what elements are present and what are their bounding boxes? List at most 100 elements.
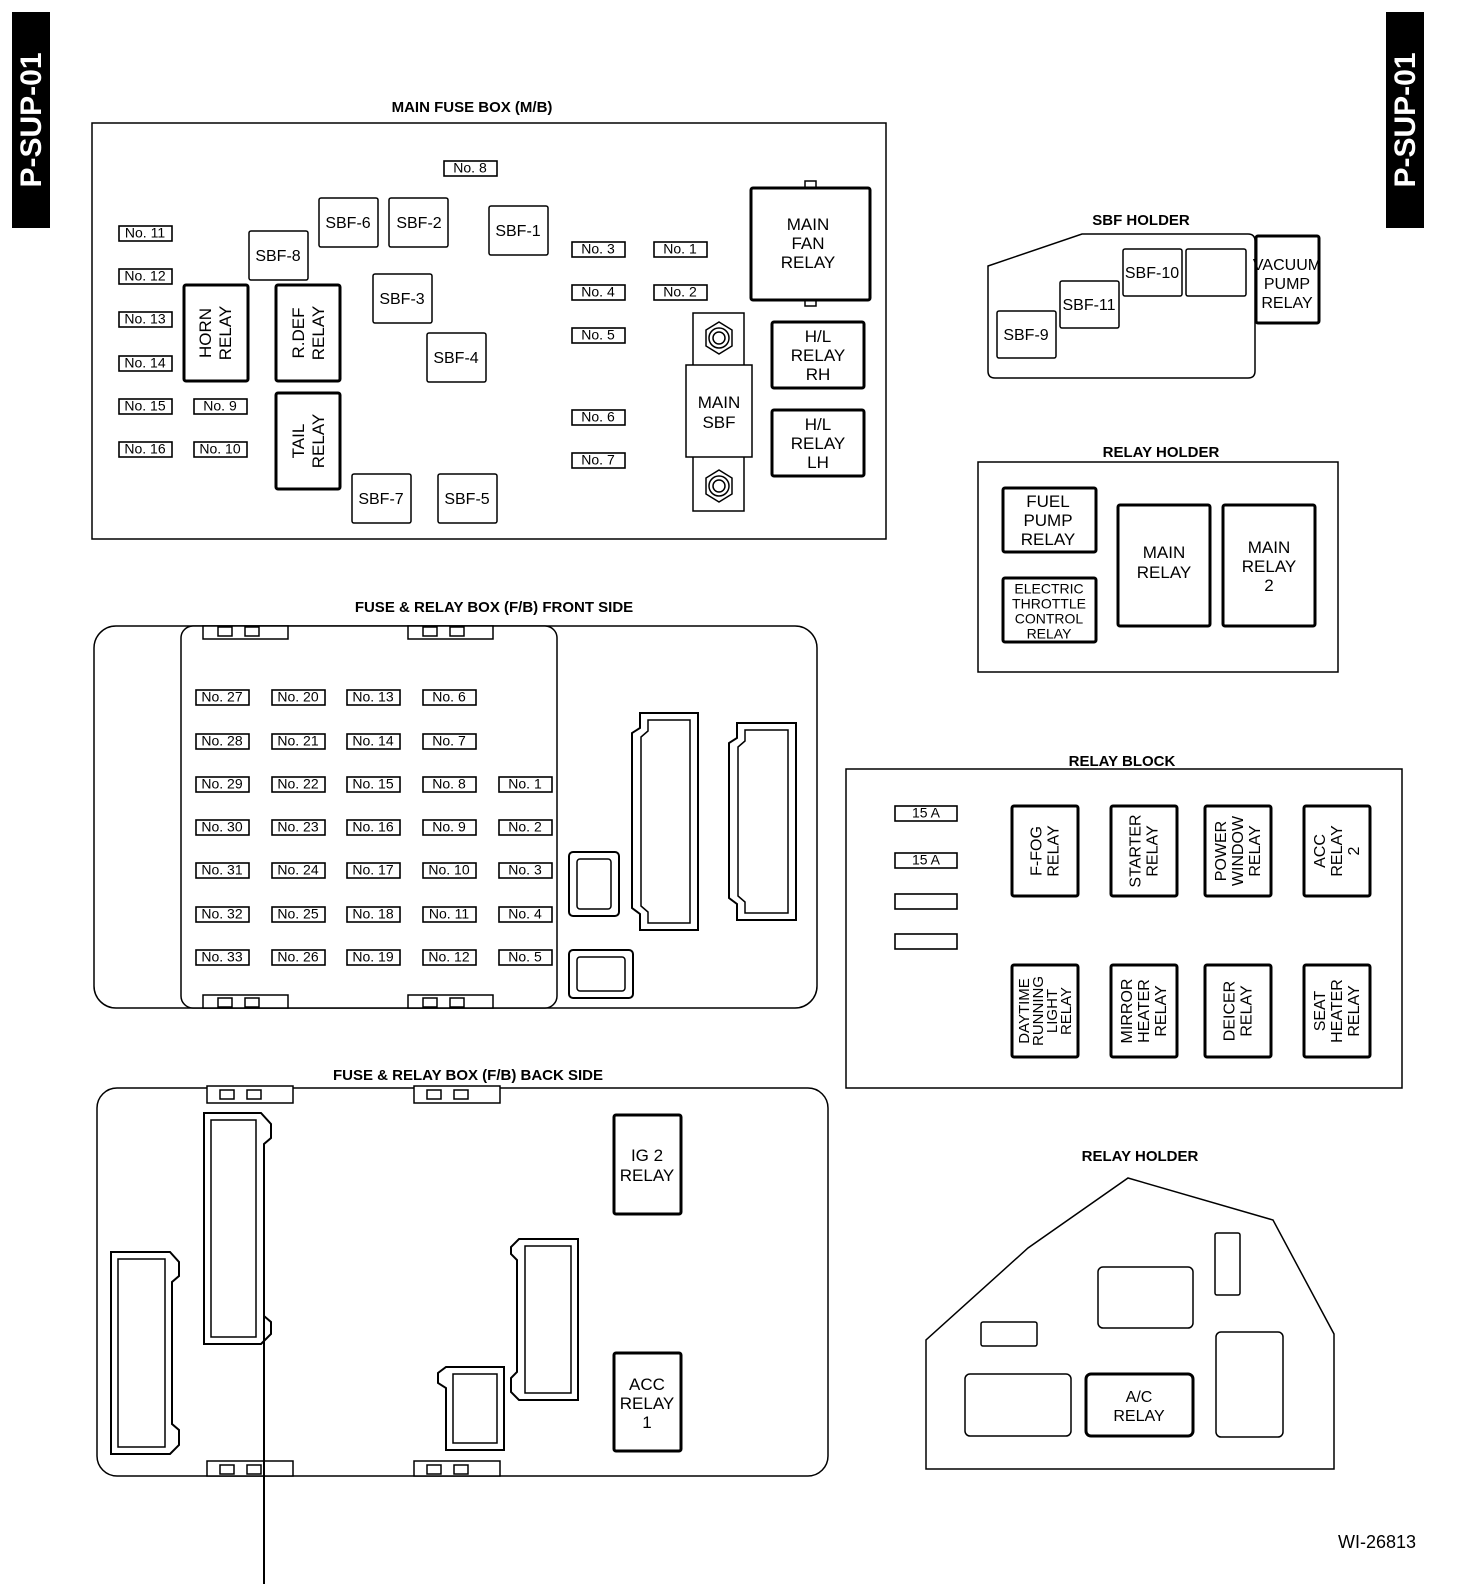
- front-clip-bottom-right: [407, 994, 494, 1009]
- front-connector-2: [728, 722, 797, 921]
- svg-text:No. 14: No. 14: [124, 355, 165, 371]
- svg-text:SBF-11: SBF-11: [1062, 297, 1115, 314]
- relay-label-line: SEAT: [1312, 990, 1329, 1031]
- sbf-6: SBF-6: [318, 197, 379, 248]
- svg-text:TAIL: TAIL: [289, 424, 308, 459]
- front-fuse-no22: No. 22: [271, 776, 326, 793]
- front-fuse-label: No. 1: [508, 776, 542, 792]
- svg-text:RELAY: RELAY: [309, 414, 328, 469]
- sbf-11: SBF-11: [1059, 280, 1120, 329]
- svg-text:FUEL: FUEL: [1026, 492, 1069, 511]
- sbf-3: SBF-3: [372, 273, 433, 324]
- main-sbf: MAIN SBF: [685, 312, 753, 512]
- fb-back-side-title: FUSE & RELAY BOX (F/B) BACK SIDE: [333, 1067, 603, 1084]
- front-fuse-no25: No. 25: [271, 906, 326, 923]
- svg-text:No. 7: No. 7: [581, 452, 615, 468]
- svg-text:MAIN: MAIN: [698, 393, 741, 412]
- back-connector-small: [437, 1366, 505, 1451]
- fuse-no7: No. 7: [571, 452, 626, 469]
- holder-slot-upper: [1097, 1266, 1194, 1329]
- front-fuse-no29: No. 29: [195, 776, 250, 793]
- holder-slot-right: [1215, 1331, 1284, 1438]
- electric-throttle-control-relay: ELECTRIC THROTTLE CONTROL RELAY: [1001, 576, 1098, 644]
- svg-text:No. 10: No. 10: [199, 441, 240, 457]
- svg-text:RELAY: RELAY: [1137, 563, 1192, 582]
- front-socket-small-1: [568, 851, 620, 917]
- fuse-empty-2: [894, 933, 958, 950]
- front-fuse-label: No. 18: [352, 906, 393, 922]
- ac-relay: A/C RELAY: [1084, 1372, 1195, 1438]
- svg-text:HORN: HORN: [196, 308, 215, 358]
- front-fuse-label: No. 8: [432, 776, 466, 792]
- svg-text:2: 2: [1264, 576, 1273, 595]
- rdef-relay: R.DEF RELAY: [274, 283, 342, 383]
- svg-text:SBF-2: SBF-2: [396, 215, 441, 232]
- svg-text:MAIN: MAIN: [787, 215, 830, 234]
- svg-text:PUMP: PUMP: [1023, 511, 1072, 530]
- svg-text:RELAY: RELAY: [1027, 626, 1073, 642]
- front-fuse-no19: No. 19: [346, 949, 401, 966]
- front-fuse-no14: No. 14: [346, 733, 401, 750]
- relay-label-line: ACC: [1312, 834, 1329, 868]
- svg-text:No. 3: No. 3: [581, 241, 615, 257]
- relay-label-line: HEATER: [1136, 979, 1153, 1043]
- back-clip-bottom-right: [413, 1460, 501, 1477]
- front-fuse-label: No. 28: [201, 733, 242, 749]
- svg-text:MAIN: MAIN: [1143, 543, 1186, 562]
- relay-label-line: HEATER: [1329, 979, 1346, 1043]
- main-relay-2: MAIN RELAY 2: [1221, 503, 1317, 628]
- fuse-no10: No. 10: [193, 441, 248, 458]
- front-fuse-label: No. 27: [201, 689, 242, 705]
- figure-id: WI-26813: [1338, 1532, 1416, 1552]
- fuse-no15: No. 15: [118, 398, 173, 415]
- relay-holder-lower: RELAY HOLDER A/C RELAY: [925, 1148, 1335, 1470]
- front-fuse-no13: No. 13: [346, 689, 401, 706]
- front-fuse-no28: No. 28: [195, 733, 250, 750]
- svg-text:15 A: 15 A: [912, 805, 941, 821]
- front-fuse-label: No. 16: [352, 819, 393, 835]
- front-fuse-label: No. 13: [352, 689, 393, 705]
- horn-relay: HORN RELAY: [182, 283, 250, 383]
- sbf-5: SBF-5: [437, 473, 498, 524]
- relay-holder-upper: RELAY HOLDER FUEL PUMP RELAY ELECTRIC TH…: [977, 444, 1339, 673]
- holder-slot-small: [980, 1321, 1038, 1347]
- svg-text:SBF-3: SBF-3: [379, 291, 424, 308]
- front-fuse-no12: No. 12: [422, 949, 477, 966]
- back-connector-center: [510, 1238, 579, 1401]
- front-fuse-label: No. 30: [201, 819, 242, 835]
- svg-text:SBF-6: SBF-6: [325, 215, 370, 232]
- fuse-no12: No. 12: [118, 268, 173, 285]
- front-fuse-no9: No. 9: [422, 819, 477, 836]
- fuse-15a-1: 15 A: [894, 805, 958, 822]
- fb-back-side: FUSE & RELAY BOX (F/B) BACK SIDE: [96, 1067, 829, 1584]
- svg-text:RELAY: RELAY: [1242, 557, 1297, 576]
- front-fuse-label: No. 2: [508, 819, 542, 835]
- fuse-no4: No. 4: [571, 284, 626, 301]
- front-fuse-label: No. 17: [352, 862, 393, 878]
- svg-text:SBF: SBF: [702, 413, 735, 432]
- front-fuse-no18: No. 18: [346, 906, 401, 923]
- relay-label-line: RELAY: [1046, 825, 1063, 877]
- front-fuse-no5: No. 5: [498, 949, 553, 966]
- front-fuse-label: No. 26: [277, 949, 318, 965]
- front-fuse-no16: No. 16: [346, 819, 401, 836]
- front-fuse-no27: No. 27: [195, 689, 250, 706]
- vacuum-pump-relay: VACUUM PUMP RELAY: [1253, 234, 1321, 325]
- svg-text:No. 15: No. 15: [124, 398, 165, 414]
- back-clip-top-right: [413, 1085, 501, 1104]
- front-clip-top-right: [407, 625, 494, 640]
- right-tab-label: P-SUP-01: [1389, 52, 1422, 187]
- fuse-no8: No. 8: [443, 160, 498, 177]
- sbf-1: SBF-1: [488, 205, 549, 256]
- relay-label-line: DEICER: [1222, 981, 1239, 1041]
- front-fuse-label: No. 31: [201, 862, 242, 878]
- fb-front-side: FUSE & RELAY BOX (F/B) FRONT SIDE No. 27…: [93, 599, 818, 1009]
- back-clip-top-left: [206, 1085, 294, 1104]
- front-fuse-no26: No. 26: [271, 949, 326, 966]
- front-fuse-label: No. 22: [277, 776, 318, 792]
- front-fuse-no17: No. 17: [346, 862, 401, 879]
